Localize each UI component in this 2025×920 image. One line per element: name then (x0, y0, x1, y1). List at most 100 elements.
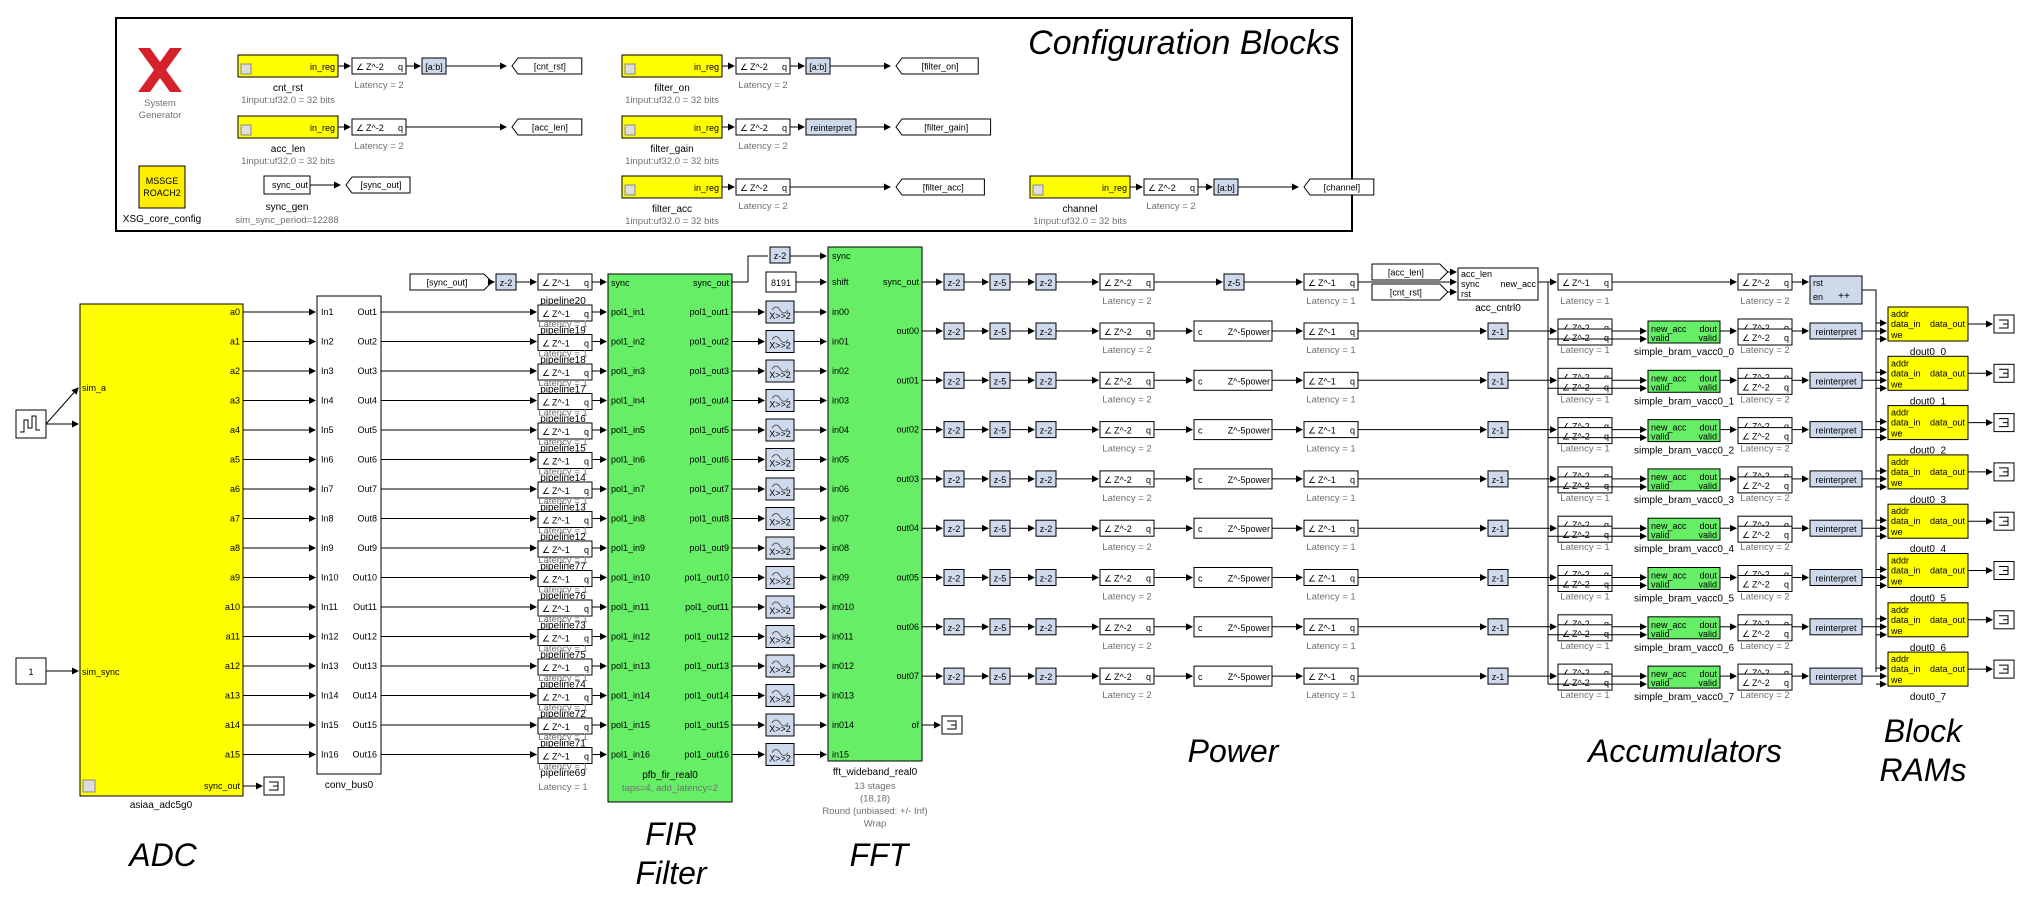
shift-slice-block[interactable]: X>>2 (765, 359, 795, 383)
acc-z1[interactable]: z-1 (1487, 371, 1509, 389)
shift-slice-block[interactable]: X>>2 (765, 595, 795, 619)
reinterpret-block[interactable]: reinterpret (1809, 569, 1863, 586)
cnt-rst-from[interactable]: [cnt_rst] (1371, 283, 1449, 301)
shift-slice-block[interactable]: X>>2 (765, 654, 795, 678)
power-z5[interactable]: z-5 (989, 618, 1011, 636)
reg-goto[interactable]: [cnt_rst] (511, 57, 583, 75)
power-z5[interactable]: z-5 (989, 667, 1011, 685)
shift-slice-block[interactable]: X>>2 (765, 389, 795, 412)
power-z5[interactable]: z-5 (989, 273, 1011, 291)
power-z2-b[interactable]: z-2 (1035, 273, 1057, 291)
reinterpret-block[interactable]: reinterpret (1809, 322, 1863, 340)
power-z2-b[interactable]: z-2 (1035, 421, 1057, 439)
system-generator-block[interactable]: System Generator (138, 48, 182, 121)
power-z5[interactable]: z-5 (989, 322, 1011, 340)
power-z2-a[interactable]: z-2 (943, 371, 965, 389)
reg-goto[interactable]: [filter_on] (895, 57, 979, 75)
power-z2-a[interactable]: z-2 (943, 470, 965, 488)
reinterpret-block[interactable]: reinterpret (1809, 421, 1863, 439)
power-z5[interactable]: z-5 (989, 569, 1011, 586)
shift-const-block[interactable]: 8191 (765, 271, 797, 293)
reg-goto[interactable]: [channel] (1303, 178, 1375, 196)
power-z2-a[interactable]: z-2 (943, 421, 965, 439)
shift-slice-block[interactable]: X>>2 (765, 330, 795, 353)
sync-z-delay[interactable]: z-2 (495, 273, 517, 291)
sync-z5[interactable]: z-5 (1223, 273, 1245, 291)
sync-gen-block[interactable]: sync_out sync_gen sim_sync_period=12288 … (235, 175, 411, 226)
shift-slice-block[interactable]: X>>2 (765, 300, 795, 324)
adc-block[interactable]: asiaa_adc5g0a0a1a2a3a4a5a6a7a8a9a10a11a1… (79, 303, 285, 811)
shift-slice-block[interactable]: X>>2 (765, 625, 795, 648)
shift-slice-block[interactable]: X>>2 (765, 507, 795, 530)
shift-slice-block[interactable]: X>>2 (765, 418, 795, 442)
constant-block[interactable]: 1 (15, 657, 79, 685)
power-z2-a[interactable]: z-2 (943, 667, 965, 685)
reinterpret-block[interactable]: reinterpret (1809, 371, 1863, 389)
shift-slice-block[interactable]: X>>2 (765, 448, 795, 471)
power-z2-b[interactable]: z-2 (1035, 667, 1057, 685)
acc-len-from[interactable]: [acc_len] (1371, 263, 1449, 281)
power-z2-b[interactable]: z-2 (1035, 322, 1057, 340)
power-z2-b[interactable]: z-2 (1035, 618, 1057, 636)
acc-z1[interactable]: z-1 (1487, 569, 1509, 586)
power-z2-b[interactable]: z-2 (1035, 371, 1057, 389)
acc-z1[interactable]: z-1 (1487, 618, 1509, 636)
